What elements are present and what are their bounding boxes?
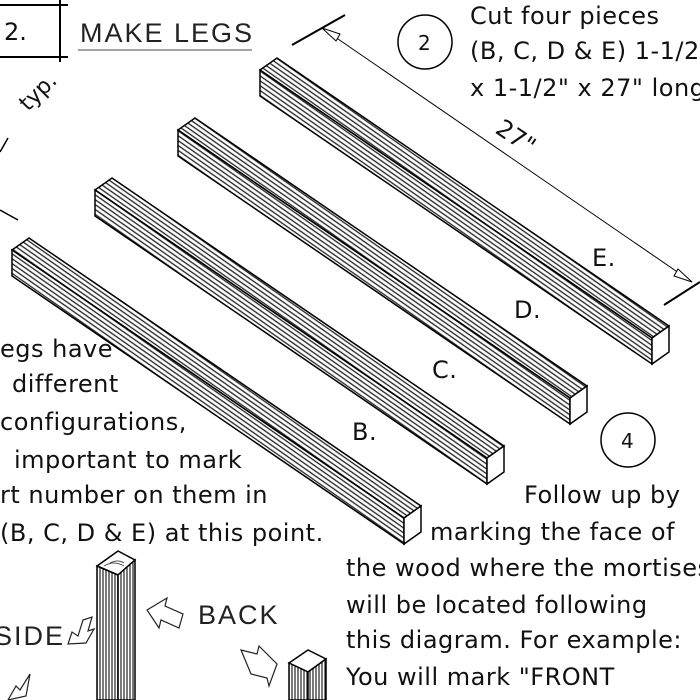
side-arrow-icon: [67, 616, 96, 645]
step-4-line: Follow up by: [524, 481, 680, 509]
left-note-line: different: [12, 370, 119, 398]
step-2-number: 2: [418, 31, 431, 55]
left-note-line: rt number on them in: [0, 481, 268, 509]
step-number: 2.: [4, 18, 27, 46]
step-2-note: 2 Cut four pieces (B, C, D & E) 1-1/2" x…: [397, 2, 700, 102]
step-2-line: Cut four pieces: [470, 2, 659, 30]
part-label-d: D.: [514, 296, 541, 324]
page-title: MAKE LEGS: [80, 18, 254, 48]
vertical-leg-1: [95, 550, 137, 700]
back-pointer-arrow-icon: [239, 644, 278, 689]
left-note-line: important to mark: [14, 446, 242, 474]
leg-b: [10, 237, 423, 546]
back-label: BACK: [198, 600, 280, 630]
left-note-line: configurations,: [0, 408, 187, 436]
left-note-line: (B, C, D & E) at this point.: [0, 519, 324, 547]
typ-note: typ.: [15, 68, 63, 116]
step-2-circle: [397, 14, 453, 70]
vertical-leg-2: [287, 649, 328, 700]
side-lower-arrow-icon: [7, 673, 31, 700]
step-4-line: You will mark "FRONT: [345, 663, 615, 691]
part-label-e: E.: [592, 244, 616, 272]
step-4-line: marking the face of: [430, 518, 675, 546]
part-label-b: B.: [352, 418, 377, 446]
step-header: 2. MAKE LEGS typ.: [0, 0, 254, 221]
step-4-circle: [600, 412, 656, 468]
step-4-line: will be located following: [346, 591, 648, 619]
leg-e: [258, 57, 671, 366]
side-label: SIDE: [0, 621, 65, 651]
leg-c: [93, 177, 506, 486]
step-4-note: 4 Follow up by marking the face of the w…: [345, 412, 700, 691]
leg-b-end-face: [403, 504, 422, 546]
leg-d: [176, 117, 589, 426]
step-2-line: (B, C, D & E) 1-1/2": [470, 37, 700, 65]
leg-e-end-face: [651, 324, 670, 366]
step-2-line: x 1-1/2" x 27" long.: [470, 74, 700, 102]
part-label-c: C.: [432, 356, 457, 384]
left-note-line: egs have: [0, 335, 113, 363]
left-note: egs have different configurations, impor…: [0, 335, 324, 547]
step-4-line: this diagram. For example:: [346, 626, 682, 654]
dimension-length: 27": [491, 114, 541, 160]
step-4-number: 4: [621, 429, 634, 453]
leg-c-end-face: [486, 444, 505, 486]
leg-d-end-face: [569, 384, 588, 426]
leg-pieces: [10, 57, 671, 546]
step-4-line: the wood where the mortises: [346, 554, 700, 582]
back-arrow-icon: [146, 596, 184, 630]
